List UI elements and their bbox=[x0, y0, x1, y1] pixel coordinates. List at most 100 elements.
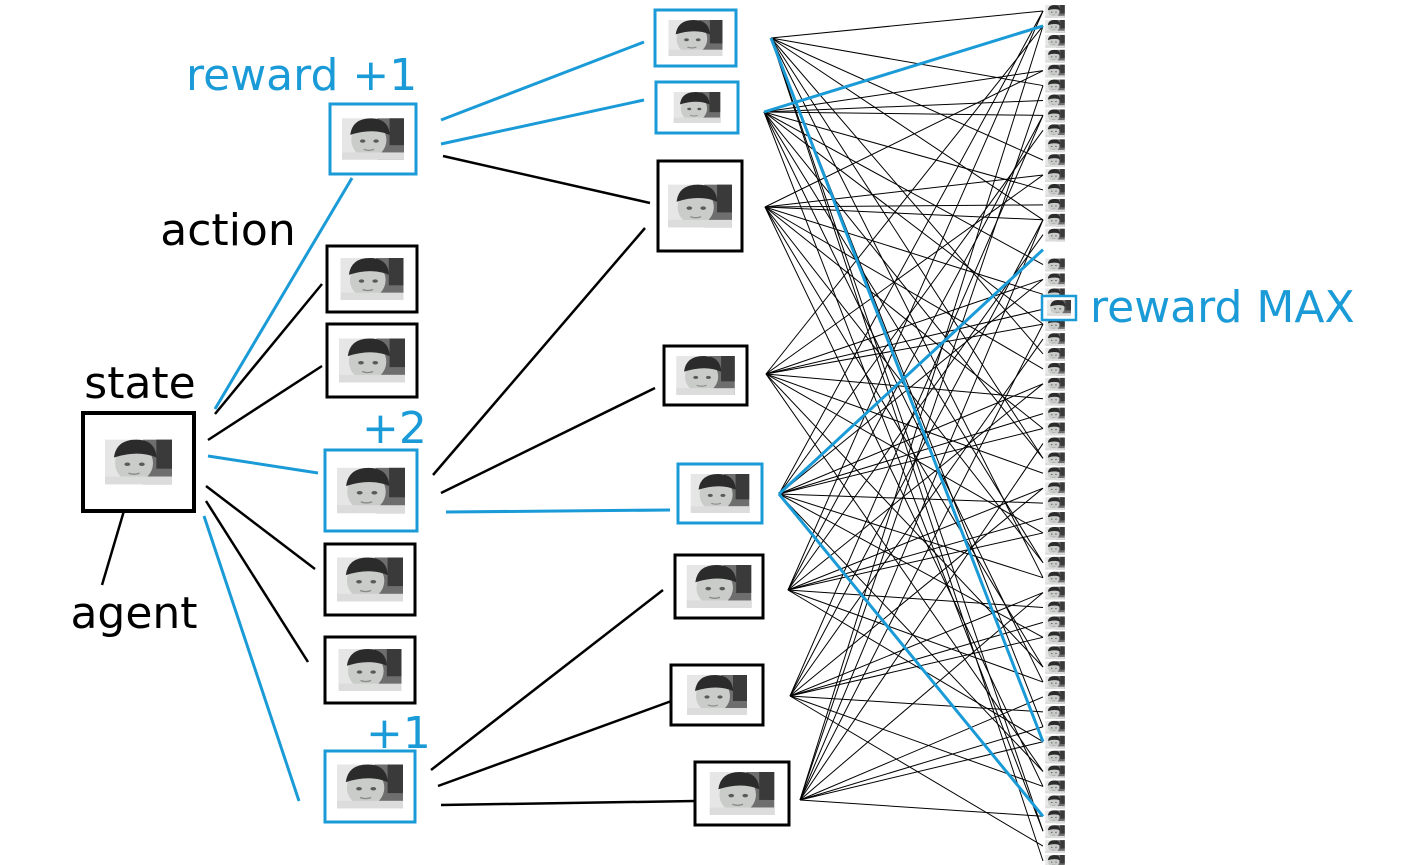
leaf-state-thumbnail bbox=[1045, 154, 1065, 168]
robot-face-icon bbox=[337, 466, 405, 515]
action-node bbox=[325, 322, 419, 399]
leaf-state-thumbnail bbox=[1045, 631, 1065, 645]
leaf-edge bbox=[770, 37, 1044, 832]
leaf-edge bbox=[799, 323, 1044, 801]
leaf-state-thumbnail bbox=[1045, 556, 1065, 570]
leaf-edge bbox=[789, 621, 1044, 697]
leaf-edge bbox=[789, 338, 1044, 697]
root-action-edge bbox=[204, 500, 310, 663]
state-node bbox=[81, 411, 196, 513]
leaf-state-thumbnail bbox=[1045, 392, 1065, 406]
leaf-edge bbox=[763, 111, 1044, 325]
leaf-state-thumbnail bbox=[1045, 19, 1065, 33]
leaf-edge bbox=[789, 592, 1044, 697]
reward-plus-two-label: +2 bbox=[362, 403, 427, 454]
leaf-state-thumbnail bbox=[1045, 571, 1065, 585]
leaf-state-thumbnail bbox=[1045, 377, 1065, 391]
action-next-edge bbox=[442, 154, 651, 205]
action-node-rewarded bbox=[323, 448, 419, 533]
reward-plus-one-label: reward +1 bbox=[186, 50, 417, 101]
leaf-edge bbox=[765, 373, 1044, 772]
leaf-edge bbox=[764, 206, 1044, 668]
leaf-state-thumbnail bbox=[1045, 467, 1065, 481]
leaf-edge bbox=[787, 517, 1044, 591]
leaf-state-thumbnail bbox=[1045, 94, 1065, 108]
reward-max-leaf-node bbox=[1040, 294, 1078, 322]
leaf-state-thumbnail bbox=[1045, 646, 1065, 660]
leaf-edge bbox=[770, 37, 1044, 221]
leaf-state-thumbnail bbox=[1045, 258, 1065, 272]
leaf-state-thumbnail bbox=[1045, 5, 1065, 18]
leaf-edge bbox=[787, 115, 1044, 591]
action-node bbox=[325, 244, 419, 314]
action-next-edge bbox=[430, 589, 664, 771]
leaf-state-thumbnail bbox=[1045, 497, 1065, 511]
action-node bbox=[323, 635, 417, 705]
next-state-node-rewarded bbox=[653, 8, 738, 68]
action-next-edge bbox=[437, 697, 678, 788]
leaf-edge bbox=[778, 279, 1044, 495]
leaf-state-thumbnail bbox=[1045, 198, 1065, 212]
next-state-node-rewarded bbox=[654, 80, 740, 135]
leaf-edge bbox=[787, 589, 1044, 743]
leaf-state-thumbnail bbox=[1045, 482, 1065, 496]
leaf-edge bbox=[765, 323, 1044, 375]
next-state-node bbox=[693, 760, 791, 827]
action-node bbox=[323, 542, 417, 617]
robot-face-icon bbox=[675, 356, 736, 395]
leaf-state-thumbnail bbox=[1045, 705, 1065, 719]
leaf-edge bbox=[799, 219, 1044, 801]
robot-face-icon bbox=[667, 20, 724, 56]
leaf-edge bbox=[789, 115, 1044, 697]
leaf-edge bbox=[764, 206, 1044, 221]
robot-face-icon bbox=[1046, 300, 1072, 316]
leaf-state-thumbnail bbox=[1045, 795, 1065, 809]
leaf-edge bbox=[764, 206, 1044, 370]
leaf-edge bbox=[763, 111, 1044, 459]
leaf-edge bbox=[787, 10, 1044, 591]
action-next-edge bbox=[440, 40, 645, 122]
leaf-state-thumbnail bbox=[1045, 541, 1065, 555]
leaf-state-thumbnail bbox=[1045, 139, 1065, 153]
leaf-edge bbox=[763, 111, 1044, 191]
leaf-edge bbox=[778, 493, 1044, 638]
leaf-state-thumbnail bbox=[1045, 512, 1065, 526]
leaf-state-thumbnail bbox=[1045, 213, 1065, 227]
leaf-state-thumbnail bbox=[1045, 422, 1065, 436]
leaf-state-thumbnail bbox=[1045, 825, 1065, 839]
labels-layer: state agent action reward +1 +2 +1 rewar… bbox=[70, 50, 1354, 759]
leaf-state-thumbnail bbox=[1045, 735, 1065, 749]
next-state-node-rewarded bbox=[676, 462, 764, 525]
robot-face-icon bbox=[709, 772, 775, 815]
leaf-edge bbox=[799, 799, 1044, 817]
leaf-edge-rewarded bbox=[777, 493, 1045, 818]
leaf-state-thumbnail bbox=[1045, 586, 1065, 600]
leaf-state-thumbnail bbox=[1045, 124, 1065, 138]
nodes-layer bbox=[81, 5, 1078, 865]
root-action-edge bbox=[207, 454, 319, 475]
leaf-edge bbox=[770, 37, 1044, 87]
leaf-state-thumbnail bbox=[1045, 273, 1065, 287]
leaf-edge bbox=[764, 70, 1044, 208]
leaf-state-thumbnail bbox=[1045, 109, 1065, 123]
action-node-rewarded bbox=[323, 749, 417, 824]
leaf-state-thumbnail bbox=[1045, 765, 1065, 779]
leaf-edge bbox=[778, 10, 1044, 495]
robot-face-icon bbox=[339, 337, 405, 384]
leaf-edge bbox=[764, 206, 1044, 429]
action-next-edge bbox=[440, 799, 696, 807]
agent-label: agent bbox=[70, 588, 197, 639]
leaf-edge bbox=[763, 111, 1044, 116]
action-node-rewarded bbox=[328, 102, 418, 176]
leaf-state-thumbnail bbox=[1045, 79, 1065, 93]
robot-face-icon bbox=[668, 183, 732, 229]
robot-face-icon bbox=[686, 565, 752, 608]
leaf-state-thumbnail bbox=[1045, 720, 1065, 734]
leaf-edge bbox=[778, 413, 1044, 495]
next-state-node bbox=[656, 159, 744, 253]
edges-layer bbox=[100, 10, 1045, 862]
leaf-state-thumbnail bbox=[1045, 64, 1065, 78]
action-label: action bbox=[160, 205, 295, 256]
leaf-state-thumbnail bbox=[1045, 183, 1065, 197]
leaf-state-thumbnail bbox=[1045, 347, 1065, 361]
